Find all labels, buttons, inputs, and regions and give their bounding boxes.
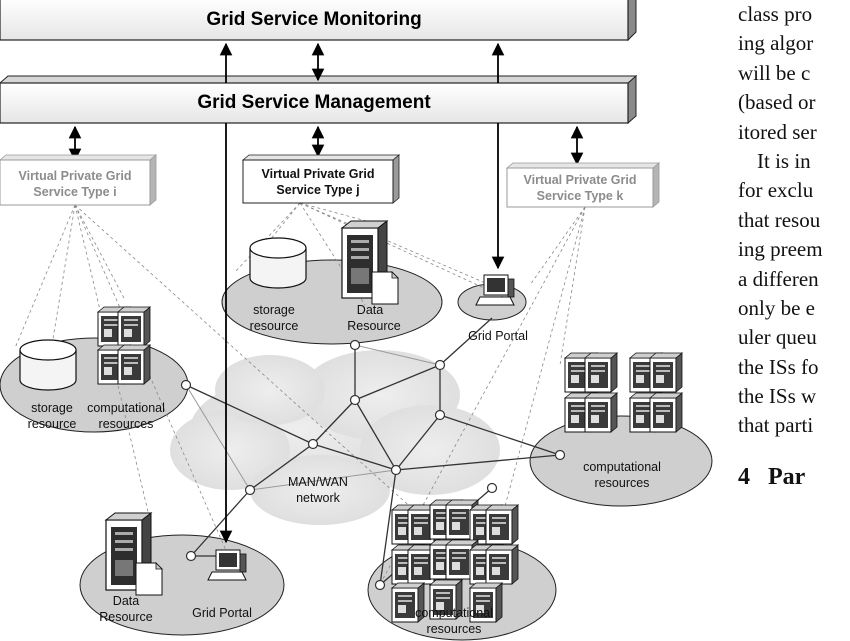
grid-service-management-label: Grid Service Management bbox=[197, 92, 431, 113]
comp-right-line2: resources bbox=[595, 476, 650, 490]
text-line: It is in bbox=[757, 148, 811, 173]
grid-portal-bottom-label: Grid Portal bbox=[192, 606, 252, 620]
text-line: that parti bbox=[738, 413, 814, 438]
vpg-service-type-k: Virtual Private Grid Service Type k bbox=[505, 162, 661, 208]
network-nodes bbox=[180, 339, 566, 591]
text-line: will be c bbox=[738, 60, 811, 85]
comp-bottom-line1: computational bbox=[415, 606, 493, 620]
data-center-line2: Resource bbox=[347, 319, 401, 333]
network-node bbox=[185, 550, 197, 562]
comp-bottom-line2: resources bbox=[427, 622, 482, 636]
text-line: class pro bbox=[738, 2, 813, 26]
grid-architecture-diagram: Grid Service Monitoring Grid Service Man… bbox=[0, 0, 713, 641]
grid-service-management-bar: Grid Service Management bbox=[0, 74, 638, 125]
network-node bbox=[374, 579, 386, 591]
section-number: 4 bbox=[738, 463, 750, 490]
network-node bbox=[244, 484, 256, 496]
grid-service-monitoring-label: Grid Service Monitoring bbox=[206, 9, 421, 30]
network-node bbox=[180, 379, 192, 391]
paper-body-text: class pro ing algor will be c (based or … bbox=[738, 0, 850, 641]
storage-left-line2: resource bbox=[28, 417, 77, 431]
network-node bbox=[390, 464, 402, 476]
network-links bbox=[185, 317, 561, 586]
storage-center-line2: resource bbox=[250, 319, 299, 333]
text-line: (based or bbox=[738, 90, 816, 115]
text-line: for exclu bbox=[738, 178, 814, 203]
network-links-faint bbox=[185, 344, 441, 491]
grid-service-monitoring-bar: Grid Service Monitoring bbox=[0, 0, 637, 42]
bar-arrows bbox=[68, 42, 584, 544]
text-line: the ISs fo bbox=[738, 354, 819, 379]
network-label-line1: MAN/WAN bbox=[288, 475, 348, 489]
vpg-i-line1: Virtual Private Grid bbox=[18, 169, 131, 183]
vpg-i-line2: Service Type i bbox=[33, 185, 116, 199]
vpg-service-type-j: Virtual Private Grid Service Type j bbox=[241, 154, 401, 204]
vpg-service-type-i: Virtual Private Grid Service Type i bbox=[0, 154, 158, 206]
network-node bbox=[349, 339, 361, 351]
network-node bbox=[307, 438, 319, 450]
network-node bbox=[554, 449, 566, 461]
text-line: ing algor bbox=[738, 31, 814, 56]
data-bottom-line2: Resource bbox=[99, 610, 153, 624]
comp-right-line1: computational bbox=[583, 460, 661, 474]
network-node bbox=[486, 482, 498, 494]
text-line: a differen bbox=[738, 266, 819, 291]
text-line: the ISs w bbox=[738, 384, 817, 409]
vpg-association-lines bbox=[14, 202, 586, 589]
section-heading: 4 Par bbox=[738, 463, 850, 492]
vpg-k-line2: Service Type k bbox=[537, 189, 624, 203]
storage-left-line1: storage bbox=[31, 401, 73, 415]
text-line: itored ser bbox=[738, 119, 817, 144]
vpg-j-line1: Virtual Private Grid bbox=[261, 167, 374, 181]
resource-pool-right bbox=[529, 415, 713, 507]
vpg-k-line1: Virtual Private Grid bbox=[523, 173, 636, 187]
text-line: only be e bbox=[738, 295, 815, 320]
network-node bbox=[349, 394, 361, 406]
storage-center-line1: storage bbox=[253, 303, 295, 317]
network-node bbox=[434, 359, 446, 371]
comp-left-line1: computational bbox=[87, 401, 165, 415]
text-line: ing preem bbox=[738, 237, 823, 262]
network-node bbox=[434, 409, 446, 421]
vpg-j-line2: Service Type j bbox=[276, 183, 359, 197]
network-label-line2: network bbox=[296, 491, 341, 505]
section-title: Par bbox=[768, 463, 806, 490]
data-bottom-line1: Data bbox=[113, 594, 139, 608]
data-center-line1: Data bbox=[357, 303, 383, 317]
text-line: uler queu bbox=[738, 325, 817, 350]
grid-portal-right-label: Grid Portal bbox=[468, 329, 528, 343]
text-line: that resou bbox=[738, 207, 821, 232]
comp-left-line2: resources bbox=[99, 417, 154, 431]
